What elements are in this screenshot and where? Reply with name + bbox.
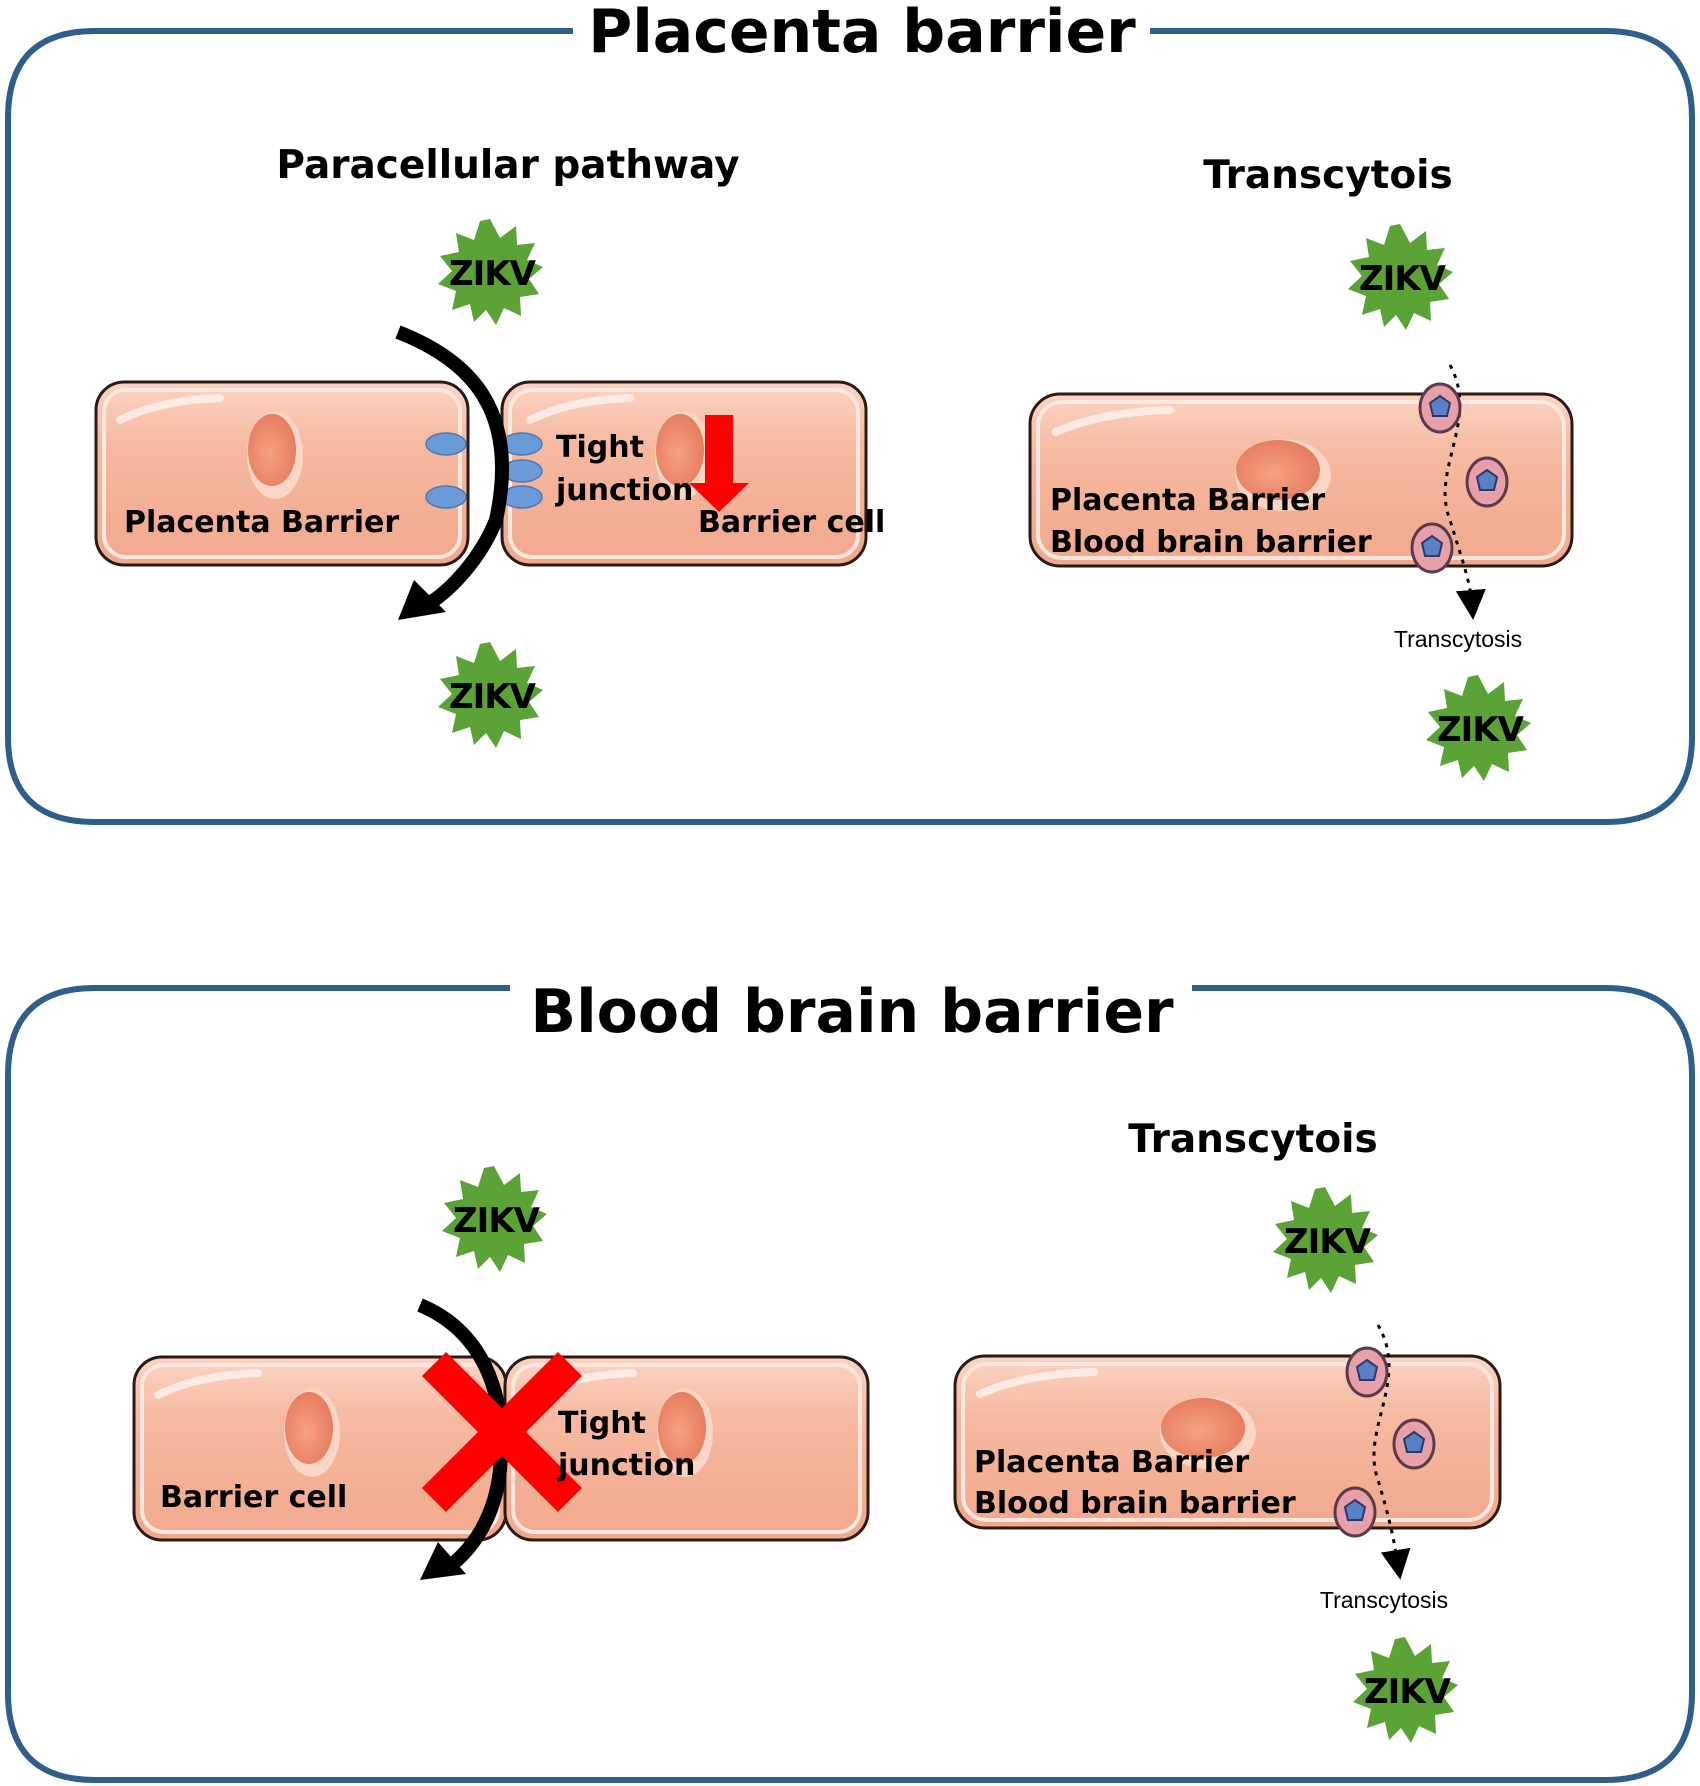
barrier-cell-right <box>500 380 868 567</box>
transcytosis-title-bbb: Transcytois <box>1128 1117 1377 1162</box>
tc-label-bbb: Blood brain barrier <box>1050 525 1372 560</box>
zikv-label: ZIKV <box>1437 710 1525 750</box>
block-x-icon <box>421 1351 583 1513</box>
placenta-panel-title: Placenta barrier <box>588 0 1136 67</box>
nucleus <box>658 1392 706 1464</box>
transcytosis-arrow-label: Transcytosis <box>1394 626 1522 652</box>
transcytosis-figure-placenta: Placenta Barrier Blood brain barrier Tra… <box>1028 224 1574 781</box>
placenta-barrier-label: Placenta Barrier <box>124 505 399 540</box>
zikv-virus: ZIKV <box>1348 224 1453 330</box>
vesicle <box>1465 456 1509 508</box>
tc-label-bbb-bbb: Blood brain barrier <box>974 1486 1296 1521</box>
placenta-panel: Placenta barrier Paracellular pathway Tr… <box>5 0 1695 825</box>
bbb-panel-title: Blood brain barrier <box>530 977 1174 1047</box>
zikv-virus: ZIKV <box>1353 1637 1458 1743</box>
zikv-virus-icon <box>1426 675 1531 781</box>
paracellular-figure: Placenta Barrier <box>94 219 885 748</box>
tc-label-placenta-bbb: Placenta Barrier <box>974 1445 1249 1480</box>
transcytosis-arrow-label-bbb: Transcytosis <box>1320 1587 1448 1613</box>
tight-junction-label-1: Tight <box>556 430 644 465</box>
vesicle-cargo-icon <box>1475 468 1499 491</box>
tight-junction-label-2-bbb: junction <box>557 1448 695 1483</box>
zikv-virus-icon <box>438 642 543 748</box>
vesicle <box>1418 382 1462 434</box>
barrier-cell-right <box>503 1355 870 1542</box>
zikv-label: ZIKV <box>449 677 537 717</box>
nucleus <box>1236 440 1320 500</box>
placenta-panel-frame <box>5 28 1695 825</box>
barrier-cell-label-bbb: Barrier cell <box>160 1480 347 1515</box>
nucleus <box>656 414 704 486</box>
transcytosis-title-placenta: Transcytois <box>1203 153 1452 198</box>
vesicle <box>1392 1418 1436 1470</box>
nucleus <box>248 414 296 486</box>
transcytosis-figure-bbb: Placenta Barrier Blood brain barrier Tra… <box>953 1187 1502 1743</box>
zikv-label: ZIKV <box>1364 1672 1452 1712</box>
zikv-virus-icon <box>438 219 543 325</box>
bbb-panel-frame <box>5 985 1695 1783</box>
vesicle <box>1345 1346 1389 1398</box>
barrier-cell-left <box>94 380 470 567</box>
paracellular-title: Paracellular pathway <box>276 143 739 188</box>
zikv-virus: ZIKV <box>438 219 543 325</box>
nucleus <box>1161 1398 1245 1458</box>
vesicle-cargo-icon <box>1402 1430 1426 1453</box>
barrier-cell-label: Barrier cell <box>698 505 885 540</box>
zikv-label: ZIKV <box>1359 259 1447 299</box>
zikv-virus: ZIKV <box>1426 675 1531 781</box>
nucleus <box>285 1392 333 1464</box>
zikv-virus: ZIKV <box>438 642 543 748</box>
blocked-arrow <box>417 1298 509 1580</box>
tc-label-placenta: Placenta Barrier <box>1050 483 1325 518</box>
zikv-virus-icon <box>1348 224 1453 330</box>
tight-junction-proteins <box>425 432 543 509</box>
tight-junction-label-2: junction <box>555 473 693 508</box>
zikv-virus-icon <box>1353 1637 1458 1743</box>
zikv-label: ZIKV <box>453 1201 541 1241</box>
vesicle-cargo-icon <box>1355 1358 1379 1381</box>
bbb-panel: Blood brain barrier Transcytois <box>5 977 1695 1783</box>
barrier-cell-transcytosis <box>1028 392 1574 568</box>
paracellular-arrow <box>395 325 510 620</box>
vesicle-cargo-icon <box>1343 1498 1367 1521</box>
barrier-cell-transcytosis <box>953 1354 1502 1530</box>
zikv-virus-icon <box>442 1166 547 1272</box>
zikv-label: ZIKV <box>449 254 537 294</box>
zikv-virus: ZIKV <box>1273 1187 1378 1293</box>
zikv-virus: ZIKV <box>442 1166 547 1272</box>
zikv-virus-icon <box>1273 1187 1378 1293</box>
decrease-arrow <box>689 415 749 512</box>
vesicle-cargo-icon <box>1428 394 1452 417</box>
tight-junction-label-1-bbb: Tight <box>558 1406 646 1441</box>
vesicle <box>1410 522 1454 574</box>
zikv-label: ZIKV <box>1284 1222 1372 1262</box>
vesicle <box>1333 1486 1377 1538</box>
blocked-paracellular-figure: Barrier cell Tight junction ZIKV <box>132 1166 870 1580</box>
vesicle-cargo-icon <box>1420 534 1444 557</box>
